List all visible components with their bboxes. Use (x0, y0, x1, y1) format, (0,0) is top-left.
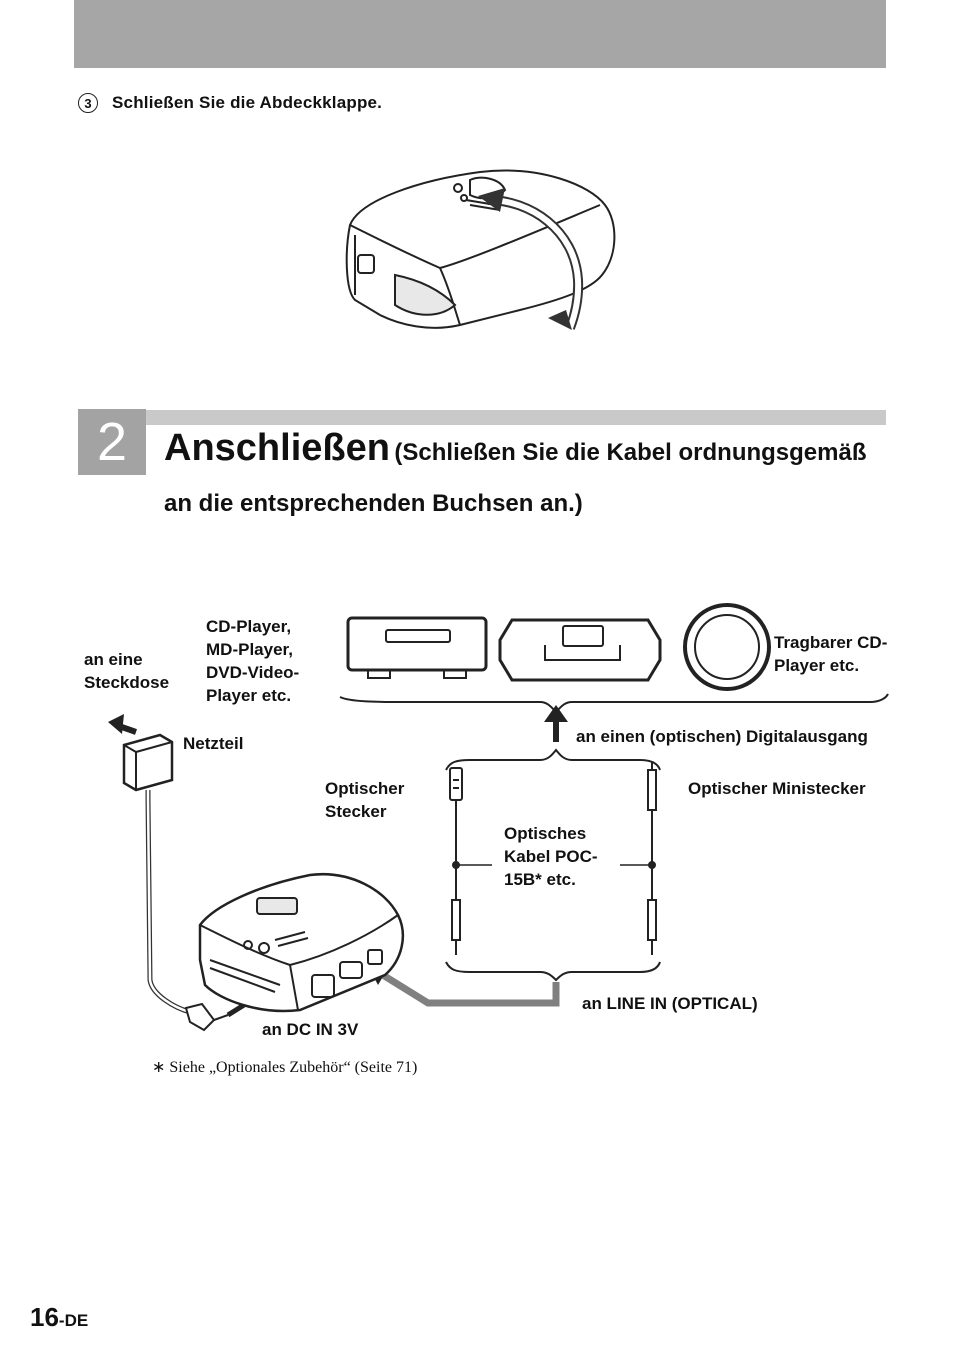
page-number: 16-DE (30, 1302, 88, 1333)
portable-cd-player (683, 603, 771, 691)
label-portable-cd: Tragbarer CD- Player etc. (774, 633, 888, 675)
step-instruction: 3 Schließen Sie die Abdeckklappe. (78, 92, 382, 114)
md-recorder (198, 872, 405, 1013)
label-adapter: Netzteil (183, 734, 244, 753)
label-line-in: an LINE IN (OPTICAL) (582, 994, 758, 1013)
cd-player-deck (346, 616, 488, 672)
label-cable: Optisches Kabel POC- 15B* etc. (504, 824, 598, 889)
step-number-circle: 3 (78, 93, 98, 113)
label-players: CD-Player, MD-Player, DVD-Video- Player … (206, 617, 300, 705)
section-heading: Anschließen (Schließen Sie die Kabel ord… (164, 424, 884, 531)
label-digital-out: an einen (optischen) Digitalausgang (576, 727, 868, 746)
section-subtitle: (Schließen Sie die Kabel ordnungsgemäß a… (164, 439, 867, 517)
page-number-value: 16 (30, 1302, 59, 1332)
footnote: ∗ Siehe „Optionales Zubehör“ (Seite 71) (152, 1059, 418, 1076)
label-dc-in: an DC IN 3V (262, 1020, 359, 1039)
step-text: Schließen Sie die Abdeckklappe. (112, 93, 383, 112)
label-optical-plug: Optischer Stecker (325, 779, 405, 821)
section-rule (146, 410, 886, 425)
dvd-player (498, 618, 662, 682)
header-bar (74, 0, 886, 68)
label-optical-mini: Optischer Ministecker (688, 779, 866, 798)
section-number: 2 (78, 409, 146, 475)
label-outlet: an eine Steckdose (84, 650, 170, 692)
section-title: Anschließen (164, 427, 390, 469)
page-number-suffix: -DE (58, 1311, 89, 1330)
